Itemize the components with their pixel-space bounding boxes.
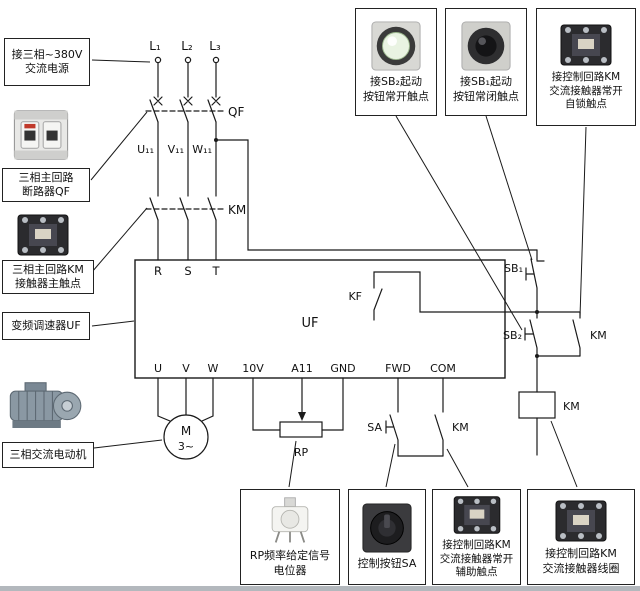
callout-km-coil-label: 接控制回路KM 交流接触器线圈 [542,547,620,575]
label-l1: L₁ [149,39,161,53]
label-r: R [154,264,162,278]
label-l2: L₂ [181,39,193,53]
label-u: U [154,362,162,375]
callout-rp-label: RP频率给定信号 电位器 [249,549,331,577]
callout-inverter: 变频调速器UF [2,312,90,340]
label-km-main: KM [228,203,246,217]
sb2-actuator [524,327,534,341]
label-t: T [211,264,220,278]
callout-sa-label: 控制按钮SA [357,557,417,571]
pushbutton-photo [460,20,512,72]
label-w: W [208,362,219,375]
kf-wire [373,271,538,313]
callout-power: 接三相~380V 交流电源 [4,38,90,86]
callout-sa: 控制按钮SA [348,489,426,585]
circuit-breaker-photo [10,108,72,162]
sa-contact [389,377,399,457]
label-km-latch: KM [590,329,607,342]
control-button-photo [361,502,413,554]
label-com: COM [430,362,456,375]
callout-inverter-label: 变频调速器UF [11,318,81,332]
main-circuit-wires [134,56,581,460]
schematic-labels: L₁ L₂ L₃ QF U₁₁ V₁₁ W₁₁ KM R S T UF KF U… [137,39,607,459]
callout-motor: 三相交流电动机 [2,442,94,468]
callout-breaker-label: 三相主回路 断路器QF [18,170,74,198]
callout-sb2: 接SB₂起动 按钮常开触点 [355,8,437,116]
callout-motor-label: 三相交流电动机 [9,447,87,461]
km-latch-contact [572,311,581,357]
label-w11: W₁₁ [192,143,212,156]
label-u11: U₁₁ [137,143,154,156]
pointer-lines [90,59,587,488]
wiper-arrow [298,412,306,421]
label-fwd: FWD [385,362,411,375]
label-motor-phase: 3~ [178,440,194,453]
sa-actuator [385,420,394,434]
label-uf: UF [302,316,319,331]
callout-sb1-label: 接SB₁起动 按钮常闭触点 [453,75,519,103]
callout-rp: RP频率给定信号 电位器 [240,489,340,585]
contactor-photo-coil [553,498,609,544]
inverter-body [134,259,506,379]
label-sb1: SB₁ [504,262,523,275]
potentiometer-symbol [279,421,323,438]
label-gnd: GND [330,362,355,375]
terminal-l1 [154,56,162,64]
callout-km-lock: 接控制回路KM 交流接触器常开 自锁触点 [536,8,636,126]
km-coil-symbol [518,391,556,419]
label-kf: KF [348,290,362,303]
callout-km-main: 三相主回路KM 接触器主触点 [2,260,94,294]
label-km-coil: KM [563,400,580,413]
callout-km-aux-label: 接控制回路KM 交流接触器常开 辅助触点 [439,539,514,579]
motor-symbol [163,414,209,460]
control-feed-wire [215,139,538,251]
terminal-l3 [212,56,220,64]
contactor-photo-main [14,212,72,258]
bottom-divider [0,586,640,591]
callout-km-main-label: 三相主回路KM 接触器主触点 [12,262,84,290]
illuminated-pushbutton-photo [370,20,422,72]
label-sb2: SB₂ [503,329,522,342]
label-s: S [184,264,191,278]
label-l3: L₃ [209,39,221,53]
motor-photo [4,380,84,436]
kf-contact [373,275,383,321]
callout-power-label: 接三相~380V 交流电源 [11,47,83,75]
label-a11: A11 [291,362,313,375]
label-qf: QF [228,105,244,119]
km-aux-contact [434,377,444,457]
potentiometer-photo [261,496,319,546]
label-rp: RP [294,446,309,459]
label-v: V [182,362,190,375]
contactor-photo-aux [451,494,503,536]
contactor-photo-lock [557,22,615,68]
callout-sb2-label: 接SB₂起动 按钮常开触点 [363,75,429,103]
label-10v: 10V [242,362,264,375]
callout-km-coil: 接控制回路KM 交流接触器线圈 [527,489,635,585]
callout-sb1: 接SB₁起动 按钮常闭触点 [445,8,527,116]
label-motor-m: M [181,424,191,438]
callout-km-aux: 接控制回路KM 交流接触器常开 辅助触点 [432,489,521,585]
breaker-x-marks [153,96,221,106]
sb1-actuator [525,267,535,281]
label-v11: V₁₁ [168,143,184,156]
terminal-l2 [184,56,192,64]
label-sa: SA [367,421,382,434]
sb1-contact [530,249,545,313]
callout-km-lock-label: 接控制回路KM 交流接触器常开 自锁触点 [549,71,623,111]
callout-breaker: 三相主回路 断路器QF [2,168,90,202]
label-km-aux: KM [452,421,469,434]
